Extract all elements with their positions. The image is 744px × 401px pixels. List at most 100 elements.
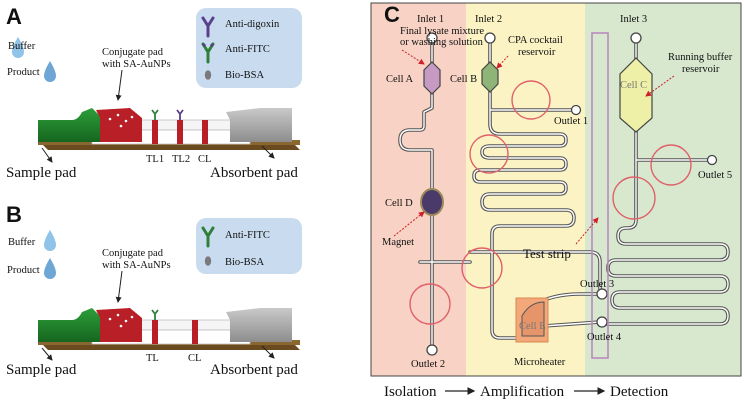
control-line-cl-a bbox=[202, 120, 208, 144]
cell-a-label: Cell A bbox=[386, 74, 414, 85]
legend-box-b bbox=[196, 218, 302, 274]
focus-circle bbox=[612, 176, 656, 220]
inlet-3-label: Inlet 3 bbox=[620, 14, 647, 25]
anti-fitc-icon bbox=[201, 42, 215, 64]
focus-circle bbox=[409, 283, 451, 325]
panel-c-letter: C bbox=[384, 2, 400, 27]
buffer-label-b: Buffer bbox=[8, 237, 36, 248]
stage-row: Isolation Amplification Detection bbox=[384, 384, 669, 400]
inlet-2-label: Inlet 2 bbox=[475, 14, 502, 25]
outlet-3-port bbox=[596, 288, 608, 300]
sample-pad-label-b: Sample pad bbox=[6, 362, 77, 378]
focus-circle bbox=[461, 247, 503, 289]
inlet-1-label: Inlet 1 bbox=[417, 14, 444, 25]
legend-a-anti-fitc: Anti-FITC bbox=[225, 44, 270, 55]
outlet-5-label: Outlet 5 bbox=[698, 170, 732, 181]
cell-c-label: Cell C bbox=[620, 80, 647, 91]
buffer-droplet-icon bbox=[12, 37, 24, 58]
stage-isolation: Isolation bbox=[384, 384, 437, 400]
outlet-4-label: Outlet 4 bbox=[587, 332, 622, 343]
anti-fitc-icon bbox=[201, 226, 215, 248]
product-label-b: Product bbox=[7, 265, 40, 276]
cell-c bbox=[619, 57, 653, 133]
absorbent-pad-label-a: Absorbent pad bbox=[210, 165, 298, 181]
microfluidic-channels bbox=[398, 38, 730, 348]
strip-b bbox=[38, 308, 300, 350]
panel-b: B Anti-FITC Bio-BSA Buffer Product Conju… bbox=[6, 202, 302, 378]
microheater-label: Microheater bbox=[514, 357, 566, 368]
final-lysate-label-2: or washing solution bbox=[400, 37, 484, 48]
sample-pad-b bbox=[38, 308, 102, 342]
conjugate-label-b-1: Conjugate pad bbox=[102, 248, 164, 259]
line-label-tl1: TL1 bbox=[146, 154, 164, 165]
conjugate-pad-a bbox=[96, 108, 142, 142]
anti-digoxin-icon bbox=[201, 16, 215, 38]
cell-b-label: Cell B bbox=[450, 74, 477, 85]
inlet-3-port bbox=[630, 32, 642, 44]
test-line-tl2-a bbox=[177, 120, 183, 144]
test-line-tl-b bbox=[152, 320, 158, 344]
running-buffer-label-1: Running buffer bbox=[668, 52, 733, 63]
cell-d-label: Cell D bbox=[385, 198, 413, 209]
inlet-1-port bbox=[426, 32, 438, 44]
legend-box-a bbox=[196, 8, 302, 88]
focus-circle bbox=[469, 134, 509, 174]
line-label-tl2: TL2 bbox=[172, 154, 190, 165]
sample-pad-label-a: Sample pad bbox=[6, 165, 77, 181]
strip-a bbox=[38, 108, 300, 150]
outlet-5-port bbox=[706, 154, 718, 166]
outlet-4-port bbox=[596, 316, 608, 328]
test-line-tl1-a bbox=[152, 120, 158, 144]
legend-b-anti-fitc: Anti-FITC bbox=[225, 230, 270, 241]
line-label-cl-a: CL bbox=[198, 154, 211, 165]
panel-a-letter: A bbox=[6, 4, 22, 29]
cell-e-label: Cell E bbox=[519, 321, 546, 332]
cell-b bbox=[481, 61, 499, 93]
isolation-zone bbox=[371, 3, 466, 376]
outlet-1-port bbox=[570, 104, 582, 116]
line-label-cl-b: CL bbox=[188, 353, 201, 364]
buffer-droplet-icon bbox=[44, 230, 56, 251]
cell-e bbox=[521, 301, 545, 337]
product-droplet-icon bbox=[44, 258, 56, 279]
absorbent-pad-a bbox=[226, 108, 292, 142]
sample-pad-a bbox=[38, 108, 102, 142]
outlet-1-label: Outlet 1 bbox=[554, 116, 588, 127]
legend-b-bio-bsa: Bio-BSA bbox=[225, 257, 265, 268]
legend-a-anti-digoxin: Anti-digoxin bbox=[225, 19, 280, 30]
cell-d bbox=[420, 188, 444, 216]
panel-a: A Anti-digoxin Anti-FITC Bio-BSA Buffer … bbox=[6, 4, 302, 181]
inlet-2-port bbox=[484, 32, 496, 44]
buffer-label-a: Buffer bbox=[8, 41, 36, 52]
conjugate-label-a-2: with SA-AuNPs bbox=[102, 59, 171, 70]
absorbent-pad-label-b: Absorbent pad bbox=[210, 362, 298, 378]
absorbent-pad-b bbox=[226, 308, 292, 342]
stage-detection: Detection bbox=[610, 384, 669, 400]
cpa-label-2: reservoir bbox=[518, 47, 556, 58]
product-droplet-icon bbox=[44, 61, 56, 82]
conjugate-label-a-1: Conjugate pad bbox=[102, 47, 164, 58]
detection-zone bbox=[585, 3, 741, 376]
line-label-tl: TL bbox=[146, 353, 159, 364]
final-lysate-label-1: Final lysate mixture bbox=[400, 26, 484, 37]
focus-circle bbox=[650, 144, 692, 186]
focus-circle bbox=[511, 80, 551, 120]
test-strip-outline bbox=[591, 32, 609, 359]
panel-c: C bbox=[370, 2, 742, 400]
control-line-cl-b bbox=[192, 320, 198, 344]
magnet-label: Magnet bbox=[382, 237, 414, 248]
running-buffer-label-2: reservoir bbox=[682, 64, 720, 75]
outlet-3-label: Outlet 3 bbox=[580, 279, 614, 290]
bio-bsa-icon bbox=[204, 70, 212, 80]
product-label-a: Product bbox=[7, 67, 40, 78]
outlet-2-label: Outlet 2 bbox=[411, 359, 445, 370]
stage-amplification: Amplification bbox=[480, 384, 565, 400]
panel-b-letter: B bbox=[6, 202, 22, 227]
cell-a bbox=[423, 61, 441, 95]
outlet-2-port bbox=[426, 344, 438, 356]
legend-a-bio-bsa: Bio-BSA bbox=[225, 70, 265, 81]
conjugate-pad-b bbox=[96, 308, 142, 342]
cpa-label-1: CPA cocktail bbox=[508, 35, 563, 46]
bio-bsa-icon bbox=[204, 256, 212, 266]
